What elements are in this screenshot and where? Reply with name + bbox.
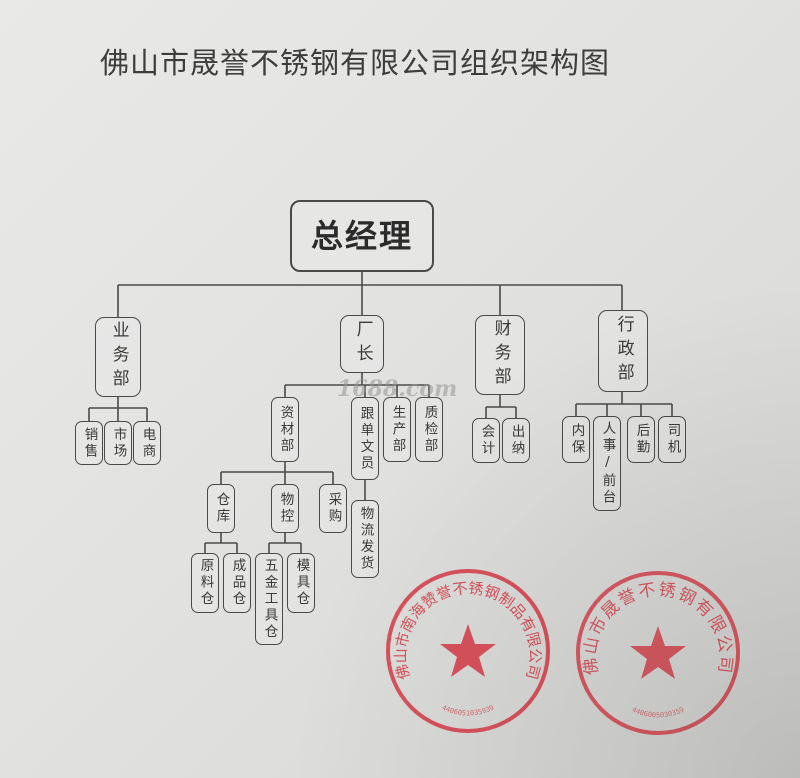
node-logistics-shipping: 物流发货 (351, 500, 379, 578)
node-production-dept: 生产部 (383, 397, 411, 462)
node-warehouse: 仓库 (207, 484, 235, 533)
chart-title: 佛山市晟誉不锈钢有限公司组织架构图 (100, 46, 611, 80)
node-material-control: 物控 (271, 484, 299, 533)
company-seal-right: 佛山市晟誉不锈钢有限公司 4406005030359 (576, 571, 740, 735)
node-cashier: 出纳 (502, 418, 530, 463)
node-sales-dept: 业务部 (95, 317, 141, 397)
seal-star-icon (630, 626, 686, 679)
node-raw-material-warehouse: 原料仓 (191, 553, 219, 613)
node-hr-reception: 人事/前台 (593, 416, 621, 511)
node-general-manager: 总经理 (290, 200, 434, 272)
node-qc-dept: 质检部 (415, 397, 443, 462)
company-seal-left: 佛山市南海赞誉不锈钢制品有限公司 4406051035939 (386, 569, 550, 733)
svg-text:4406005030359: 4406005030359 (631, 706, 686, 720)
node-finished-goods-warehouse: 成品仓 (223, 553, 251, 613)
node-sales-sales: 销售 (75, 421, 103, 465)
node-logistics-support: 后勤 (627, 416, 655, 463)
node-driver: 司机 (658, 416, 686, 463)
seal-right-code: 4406005030359 (631, 706, 686, 720)
node-security: 内保 (562, 416, 590, 463)
svg-text:4406051035939: 4406051035939 (441, 704, 496, 718)
seal-star-icon (440, 624, 496, 677)
node-hardware-tools-warehouse: 五金工具仓 (255, 553, 283, 645)
node-order-clerk: 跟单文员 (351, 397, 379, 480)
node-accountant: 会计 (472, 418, 500, 463)
node-materials-dept: 资材部 (271, 397, 299, 462)
node-purchasing: 采购 (319, 484, 347, 533)
node-sales-ecommerce: 电商 (133, 421, 161, 465)
seal-left-code: 4406051035939 (441, 704, 496, 718)
node-finance-dept: 财务部 (475, 315, 525, 395)
node-mold-warehouse: 模具仓 (287, 553, 315, 613)
node-admin-dept: 行政部 (598, 310, 648, 392)
node-sales-market: 市场 (104, 421, 132, 465)
node-factory-director: 厂长 (340, 315, 384, 373)
